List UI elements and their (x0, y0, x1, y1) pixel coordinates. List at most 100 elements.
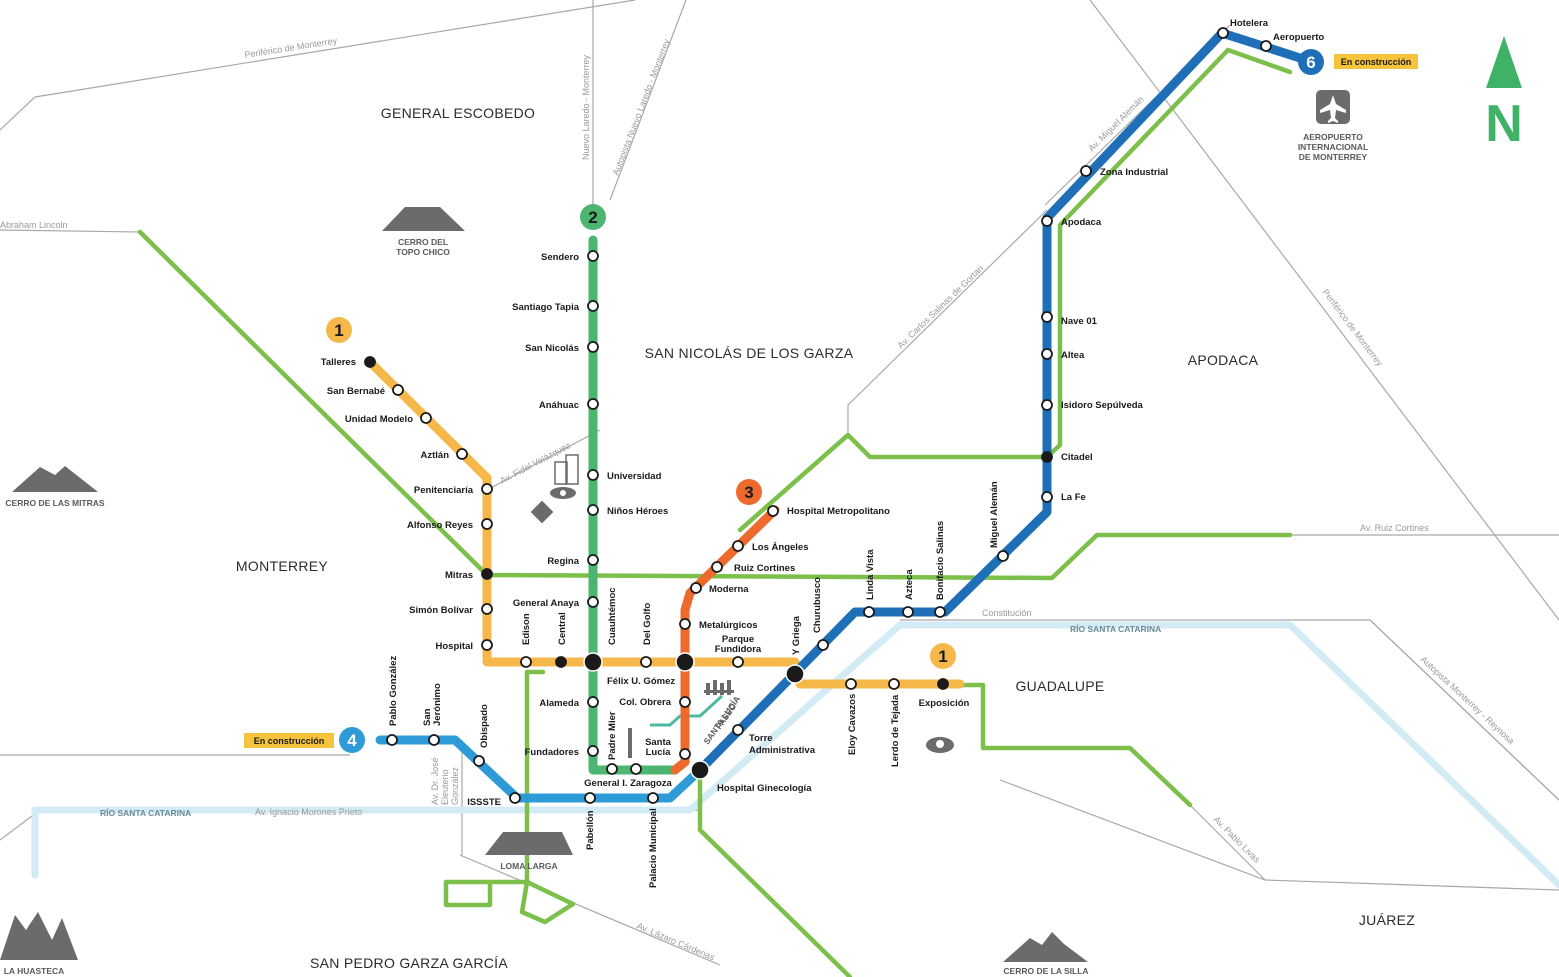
label-fundidora[interactable]: Fundidora (715, 644, 762, 655)
station-exposicion[interactable] (937, 678, 949, 690)
label-anahuac[interactable]: Anáhuac (539, 400, 579, 411)
station-aeropuerto[interactable] (1260, 40, 1272, 52)
station-aztlan[interactable] (456, 448, 468, 460)
station-moderna[interactable] (690, 582, 702, 594)
label-torre[interactable]: Torre (749, 733, 773, 744)
label-los-angeles[interactable]: Los Ángeles (752, 542, 809, 553)
station-padre-mier[interactable] (606, 763, 618, 775)
label-san-bernabe[interactable]: San Bernabé (327, 386, 385, 397)
label-eloy-cavazos[interactable]: Eloy Cavazos (847, 694, 858, 755)
station-regina[interactable] (587, 554, 599, 566)
station-azteca[interactable] (902, 606, 914, 618)
station-altea[interactable] (1041, 348, 1053, 360)
station-y-griega[interactable] (785, 664, 805, 684)
station-bonifacio-salinas[interactable] (934, 606, 946, 618)
label-nave-01[interactable]: Nave 01 (1061, 316, 1098, 327)
label-ruiz-cortines[interactable]: Ruiz Cortines (734, 563, 795, 574)
label-general-anaya[interactable]: General Anaya (513, 598, 580, 609)
label-bonifacio-salinas[interactable]: Bonifacio Salinas (935, 521, 946, 600)
station-miguel-aleman[interactable] (997, 550, 1009, 562)
station-hospital-ginecologia[interactable] (690, 760, 710, 780)
station-san-nicolas[interactable] (587, 341, 599, 353)
label-zona-industrial[interactable]: Zona Industrial (1100, 167, 1168, 178)
station-san-jeronimo[interactable] (428, 734, 440, 746)
station-ninos-heroes[interactable] (587, 504, 599, 516)
label-padre-mier[interactable]: Padre Mier (607, 711, 618, 760)
label-aztlan[interactable]: Aztlán (421, 450, 450, 461)
station-linda-vista[interactable] (863, 606, 875, 618)
label-unidad-modelo[interactable]: Unidad Modelo (345, 414, 413, 425)
station-unidad-modelo[interactable] (420, 412, 432, 424)
label-exposicion[interactable]: Exposición (919, 698, 970, 709)
label-metalurgicos[interactable]: Metalúrgicos (699, 620, 758, 631)
label-san[interactable]: San (422, 708, 433, 726)
label-jeronimo[interactable]: Jerónimo (432, 683, 443, 726)
label-isidoro-sepulveda[interactable]: Isidoro Sepúlveda (1061, 400, 1144, 411)
station-santa-lucia[interactable] (679, 748, 691, 760)
station-palacio-municipal[interactable] (647, 792, 659, 804)
label-hospital-metropolitano[interactable]: Hospital Metropolitano (787, 506, 890, 517)
label-alameda[interactable]: Alameda (539, 698, 579, 709)
label-moderna[interactable]: Moderna (709, 584, 749, 595)
station-pabellon[interactable] (584, 792, 596, 804)
station-isidoro-sepulveda[interactable] (1041, 399, 1053, 411)
station-torre-administrativa[interactable] (732, 724, 744, 736)
station-pablo-gonzalez[interactable] (386, 734, 398, 746)
label-hospital[interactable]: Hospital (436, 641, 473, 652)
label-fundadores[interactable]: Fundadores (525, 747, 579, 758)
label-churubusco[interactable]: Churubusco (812, 577, 823, 633)
label-apodaca[interactable]: Apodaca (1061, 217, 1102, 228)
station-churubusco[interactable] (817, 639, 829, 651)
label-col-obrera[interactable]: Col. Obrera (619, 697, 671, 708)
station-mitras[interactable] (481, 568, 493, 580)
station-nave-01[interactable] (1041, 311, 1053, 323)
station-eloy-cavazos[interactable] (845, 678, 857, 690)
station-hospital[interactable] (481, 639, 493, 651)
label-ninos-heroes[interactable]: Niños Héroes (607, 506, 668, 517)
label-parque[interactable]: Parque (722, 634, 754, 645)
station-hotelera[interactable] (1217, 27, 1229, 39)
station-parque-fundidora[interactable] (732, 656, 744, 668)
station-lerdo-de-tejada[interactable] (888, 678, 900, 690)
label-santa[interactable]: Santa (645, 737, 672, 748)
label-citadel[interactable]: Citadel (1061, 452, 1093, 463)
station-ruiz-cortines[interactable] (711, 561, 723, 573)
station-obispado[interactable] (473, 755, 485, 767)
station-citadel[interactable] (1041, 451, 1053, 463)
label-hotelera[interactable]: Hotelera (1230, 18, 1269, 29)
label-cuauhtemoc[interactable]: Cuauhtémoc (607, 587, 618, 645)
label-simon-bolivar[interactable]: Simón Bolívar (409, 605, 473, 616)
station-hospital-metropolitano[interactable] (767, 505, 779, 517)
label-universidad[interactable]: Universidad (607, 471, 662, 482)
label-felix-u-gomez[interactable]: Félix U. Gómez (607, 676, 675, 687)
label-edison[interactable]: Edison (521, 613, 532, 645)
station-zona-industrial[interactable] (1080, 165, 1092, 177)
label-pablo-gonzalez[interactable]: Pablo González (388, 656, 399, 726)
label-lucia[interactable]: Lucía (646, 747, 672, 758)
label-azteca[interactable]: Azteca (904, 569, 915, 600)
label-aeropuerto[interactable]: Aeropuerto (1273, 32, 1324, 43)
station-cuauhtemoc[interactable] (583, 652, 603, 672)
station-la-fe[interactable] (1041, 491, 1053, 503)
line-1-east-badge[interactable]: 1 (930, 643, 956, 669)
station-universidad[interactable] (587, 469, 599, 481)
label-palacio-municipal[interactable]: Palacio Municipal (648, 808, 659, 888)
station-felix-u-gomez[interactable] (675, 652, 695, 672)
station-general-zaragoza[interactable] (630, 763, 642, 775)
label-del-golfo[interactable]: Del Golfo (642, 603, 653, 645)
station-issste[interactable] (509, 792, 521, 804)
station-penitenciaria[interactable] (481, 483, 493, 495)
line-2-badge[interactable]: 2 (580, 204, 606, 230)
station-general-anaya[interactable] (587, 596, 599, 608)
station-san-bernabe[interactable] (392, 384, 404, 396)
label-sendero[interactable]: Sendero (541, 252, 579, 263)
label-alfonso-reyes[interactable]: Alfonso Reyes (407, 520, 473, 531)
station-alameda[interactable] (587, 696, 599, 708)
station-simon-bolivar[interactable] (481, 603, 493, 615)
label-obispado[interactable]: Obispado (479, 704, 490, 748)
label-la-fe[interactable]: La Fe (1061, 492, 1086, 503)
line-4-badge[interactable]: 4 (339, 727, 365, 753)
station-col-obrera[interactable] (679, 696, 691, 708)
label-san-nicolas[interactable]: San Nicolás (525, 343, 579, 354)
station-alfonso-reyes[interactable] (481, 518, 493, 530)
